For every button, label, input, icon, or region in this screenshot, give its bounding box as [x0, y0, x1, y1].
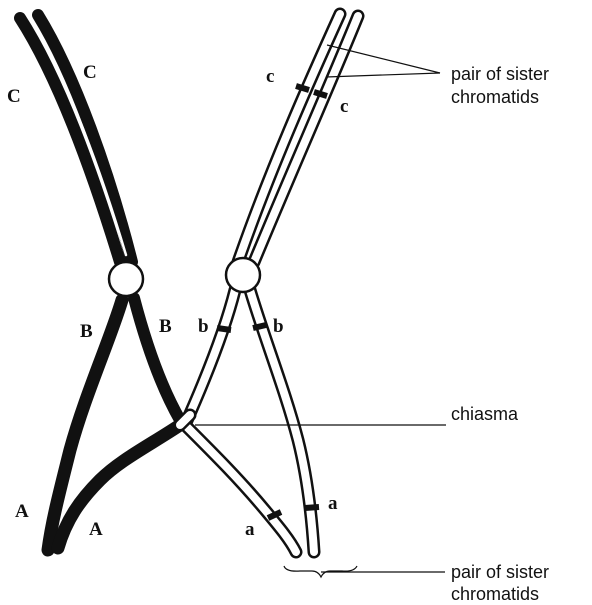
label-b-right: b [273, 316, 284, 337]
band-b-left [217, 328, 231, 330]
label-A-right: A [89, 519, 103, 540]
label-A-left: A [15, 501, 29, 522]
label-a-right: a [328, 493, 338, 514]
band-b-right [253, 325, 266, 328]
light-centromere [226, 258, 260, 292]
dark-chromosome [20, 15, 180, 550]
callout-sister-bottom-line2: chromatids [451, 584, 539, 604]
dark-chromatid-lower-right [134, 298, 180, 420]
label-B-left: B [80, 321, 93, 342]
callout-sister-bottom-line1: pair of sister [451, 562, 549, 582]
brace-bottom [284, 566, 357, 577]
label-C-right: C [83, 62, 97, 83]
dark-centromere [109, 262, 143, 296]
band-a-right [305, 507, 319, 508]
dark-chromatid-upper-1 [20, 18, 120, 262]
label-C-left: C [7, 86, 21, 107]
callout-chiasma: chiasma [451, 404, 519, 424]
light-chromosome [180, 14, 358, 552]
callouts: pair of sister chromatids chiasma pair o… [451, 64, 549, 604]
label-b-left: b [198, 316, 209, 337]
label-a-left: a [245, 519, 255, 540]
callout-sister-top-line2: chromatids [451, 87, 539, 107]
gene-labels: C C B B A A c c b b a a [7, 62, 348, 540]
band-c-left [296, 86, 309, 90]
label-c-left: c [266, 66, 274, 87]
leader-sister-top-2 [326, 73, 440, 77]
label-B-right: B [159, 316, 172, 337]
label-c-right: c [340, 96, 348, 117]
band-c-right [314, 92, 327, 96]
callout-sister-top-line1: pair of sister [451, 64, 549, 84]
